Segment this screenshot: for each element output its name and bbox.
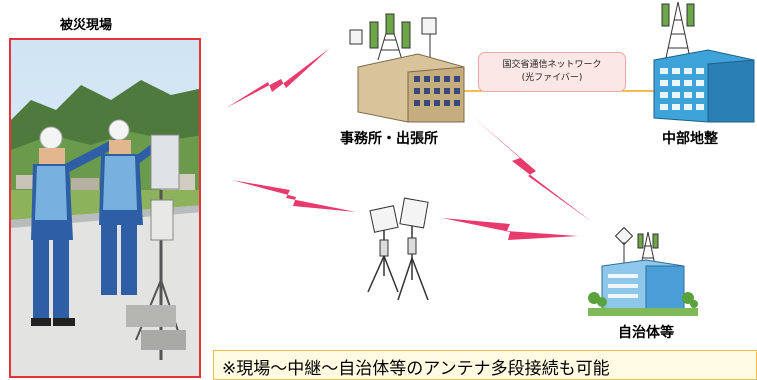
relay-antenna-icon <box>367 197 429 301</box>
hq-label: 中部地整 <box>662 131 718 147</box>
wireless-bolt-site-office <box>226 48 330 108</box>
hq-building-icon <box>653 1 755 123</box>
disaster-site-photo <box>9 38 201 378</box>
municipality-building-icon <box>588 226 698 316</box>
office-label: 事務所・出張所 <box>340 131 438 147</box>
network-box: 国交省通信ネットワーク (光ファイバー) <box>478 52 626 92</box>
network-box-line2: (光ファイバー) <box>521 73 583 83</box>
disaster-site-photo-illustration <box>11 40 199 376</box>
wireless-bolt-office-muni <box>472 116 592 222</box>
note-box: ※現場～中継～自治体等のアンテナ多段接続も可能 <box>213 350 757 380</box>
wireless-bolt-site-relay <box>232 180 356 212</box>
wireless-bolt-relay-muni <box>442 218 578 240</box>
site-title: 被災現場 <box>60 18 113 33</box>
office-building-icon <box>349 13 465 123</box>
network-box-line1: 国交省通信ネットワーク <box>502 60 602 70</box>
municipality-label: 自治体等 <box>618 325 674 341</box>
